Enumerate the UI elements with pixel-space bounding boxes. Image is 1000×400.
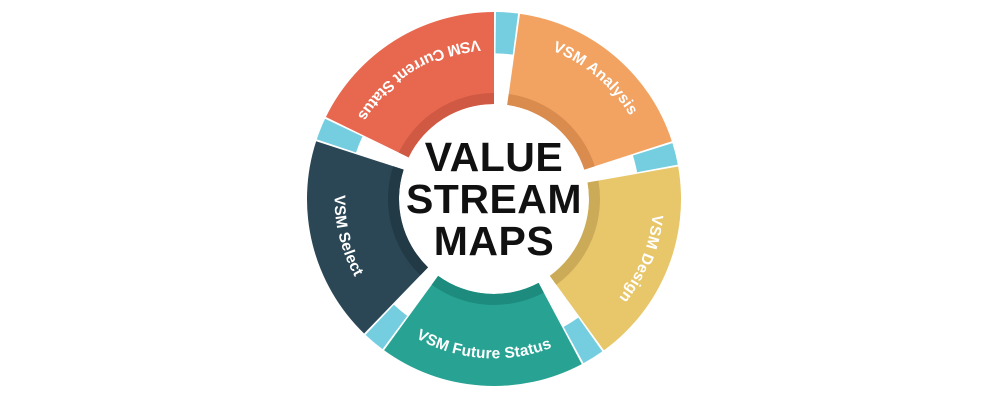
segment-inner-shadow-vsm-current-status bbox=[398, 93, 494, 158]
segment-body-vsm-future-status[interactable] bbox=[384, 275, 582, 386]
segment-body-vsm-design[interactable] bbox=[549, 166, 681, 351]
center-title-line-2: STREAM bbox=[406, 176, 582, 222]
segment-body-vsm-current-status[interactable] bbox=[325, 12, 494, 158]
segment-inner-shadow-vsm-design bbox=[549, 180, 601, 285]
segment-body-vsm-select[interactable] bbox=[307, 141, 429, 334]
connector-tab-vsm-current-status bbox=[316, 118, 363, 153]
segment-inner-shadow-vsm-future-status bbox=[431, 275, 544, 305]
segment-body-vsm-analysis[interactable] bbox=[507, 13, 672, 170]
segment-vsm-current-status[interactable] bbox=[325, 12, 494, 158]
connector-group bbox=[316, 12, 678, 364]
connector-tab-vsm-analysis bbox=[495, 12, 519, 55]
segment-vsm-analysis[interactable] bbox=[507, 13, 672, 170]
connector-tab-vsm-design bbox=[632, 143, 678, 173]
segment-vsm-select[interactable] bbox=[307, 141, 429, 334]
center-title-line-1: VALUE bbox=[425, 134, 563, 180]
segment-inner-shadow-vsm-select bbox=[388, 166, 429, 276]
connector-tab-vsm-future-status bbox=[563, 317, 603, 364]
segment-group bbox=[307, 12, 681, 386]
segment-inner-shadow-vsm-analysis bbox=[507, 94, 595, 170]
segment-vsm-future-status[interactable] bbox=[384, 275, 582, 386]
center-title-line-3: MAPS bbox=[434, 218, 554, 264]
connector-tab-vsm-select bbox=[365, 304, 408, 350]
segment-vsm-design[interactable] bbox=[549, 166, 681, 351]
center-title-group: VALUE STREAM MAPS bbox=[406, 134, 582, 264]
